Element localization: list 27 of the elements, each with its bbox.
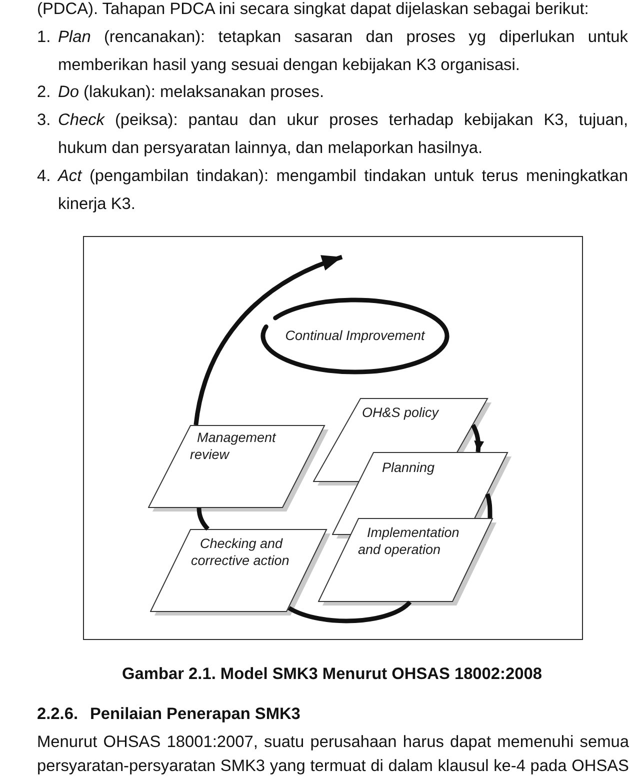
- node-label: Checking and corrective action: [191, 535, 290, 569]
- section-heading: Penilaian Penerapan SMK3: [90, 704, 300, 725]
- node-label: Management review: [190, 429, 278, 463]
- section-number: 2.2.6.: [37, 704, 78, 725]
- node-label: OH&S policy: [362, 404, 440, 421]
- arrow: [470, 424, 484, 452]
- arrow: [194, 254, 343, 426]
- body-paragraph: Menurut OHSAS 18001:2007, suatu perusahaan harus dapat memenuhi semua persyaratan-persyaratan SMK3 yang termuat di dalam klausul ke-4 pada OHSAS: [37, 732, 629, 777]
- connector-line: [196, 508, 210, 531]
- parallelogram-node: [148, 425, 330, 513]
- parallelogram-node: [150, 529, 332, 617]
- list-item: Do (lakukan): melaksanakan proses.: [58, 82, 326, 103]
- body-paragraph: (PDCA). Tahapan PDCA ini secara singkat dapat dijelaskan sebagai berikut:: [37, 0, 589, 18]
- node-label: Implementation and operation: [358, 524, 460, 558]
- list-item: Act (pengambilan tindakan): mengambil tindakan untuk terus meningkatkan kinerja K3.: [58, 166, 628, 215]
- list-number: 3.: [37, 110, 51, 131]
- list-item: Plan (rencanakan): tetapkan sasaran dan proses yg diperlukan untuk memberikan hasil yang sesuai dengan kebijakan K3 organisasi.: [58, 27, 628, 76]
- connector-line: [288, 600, 412, 624]
- connector-line: [485, 493, 492, 518]
- parallelogram-node: [318, 518, 498, 607]
- node-label: Continual Improvement: [284, 327, 426, 344]
- list-number: 4.: [37, 166, 51, 187]
- figure-caption: Gambar 2.1. Model SMK3 Menurut OHSAS 18002:2008: [121, 664, 543, 685]
- list-number: 2.: [37, 82, 51, 103]
- list-item: Check (peiksa): pantau dan ukur proses terhadap kebijakan K3, tujuan, hukum dan persyaratan lainnya, dan melaporkan hasilnya.: [58, 110, 628, 159]
- list-number: 1.: [37, 27, 51, 48]
- node-label: Planning: [382, 459, 436, 476]
